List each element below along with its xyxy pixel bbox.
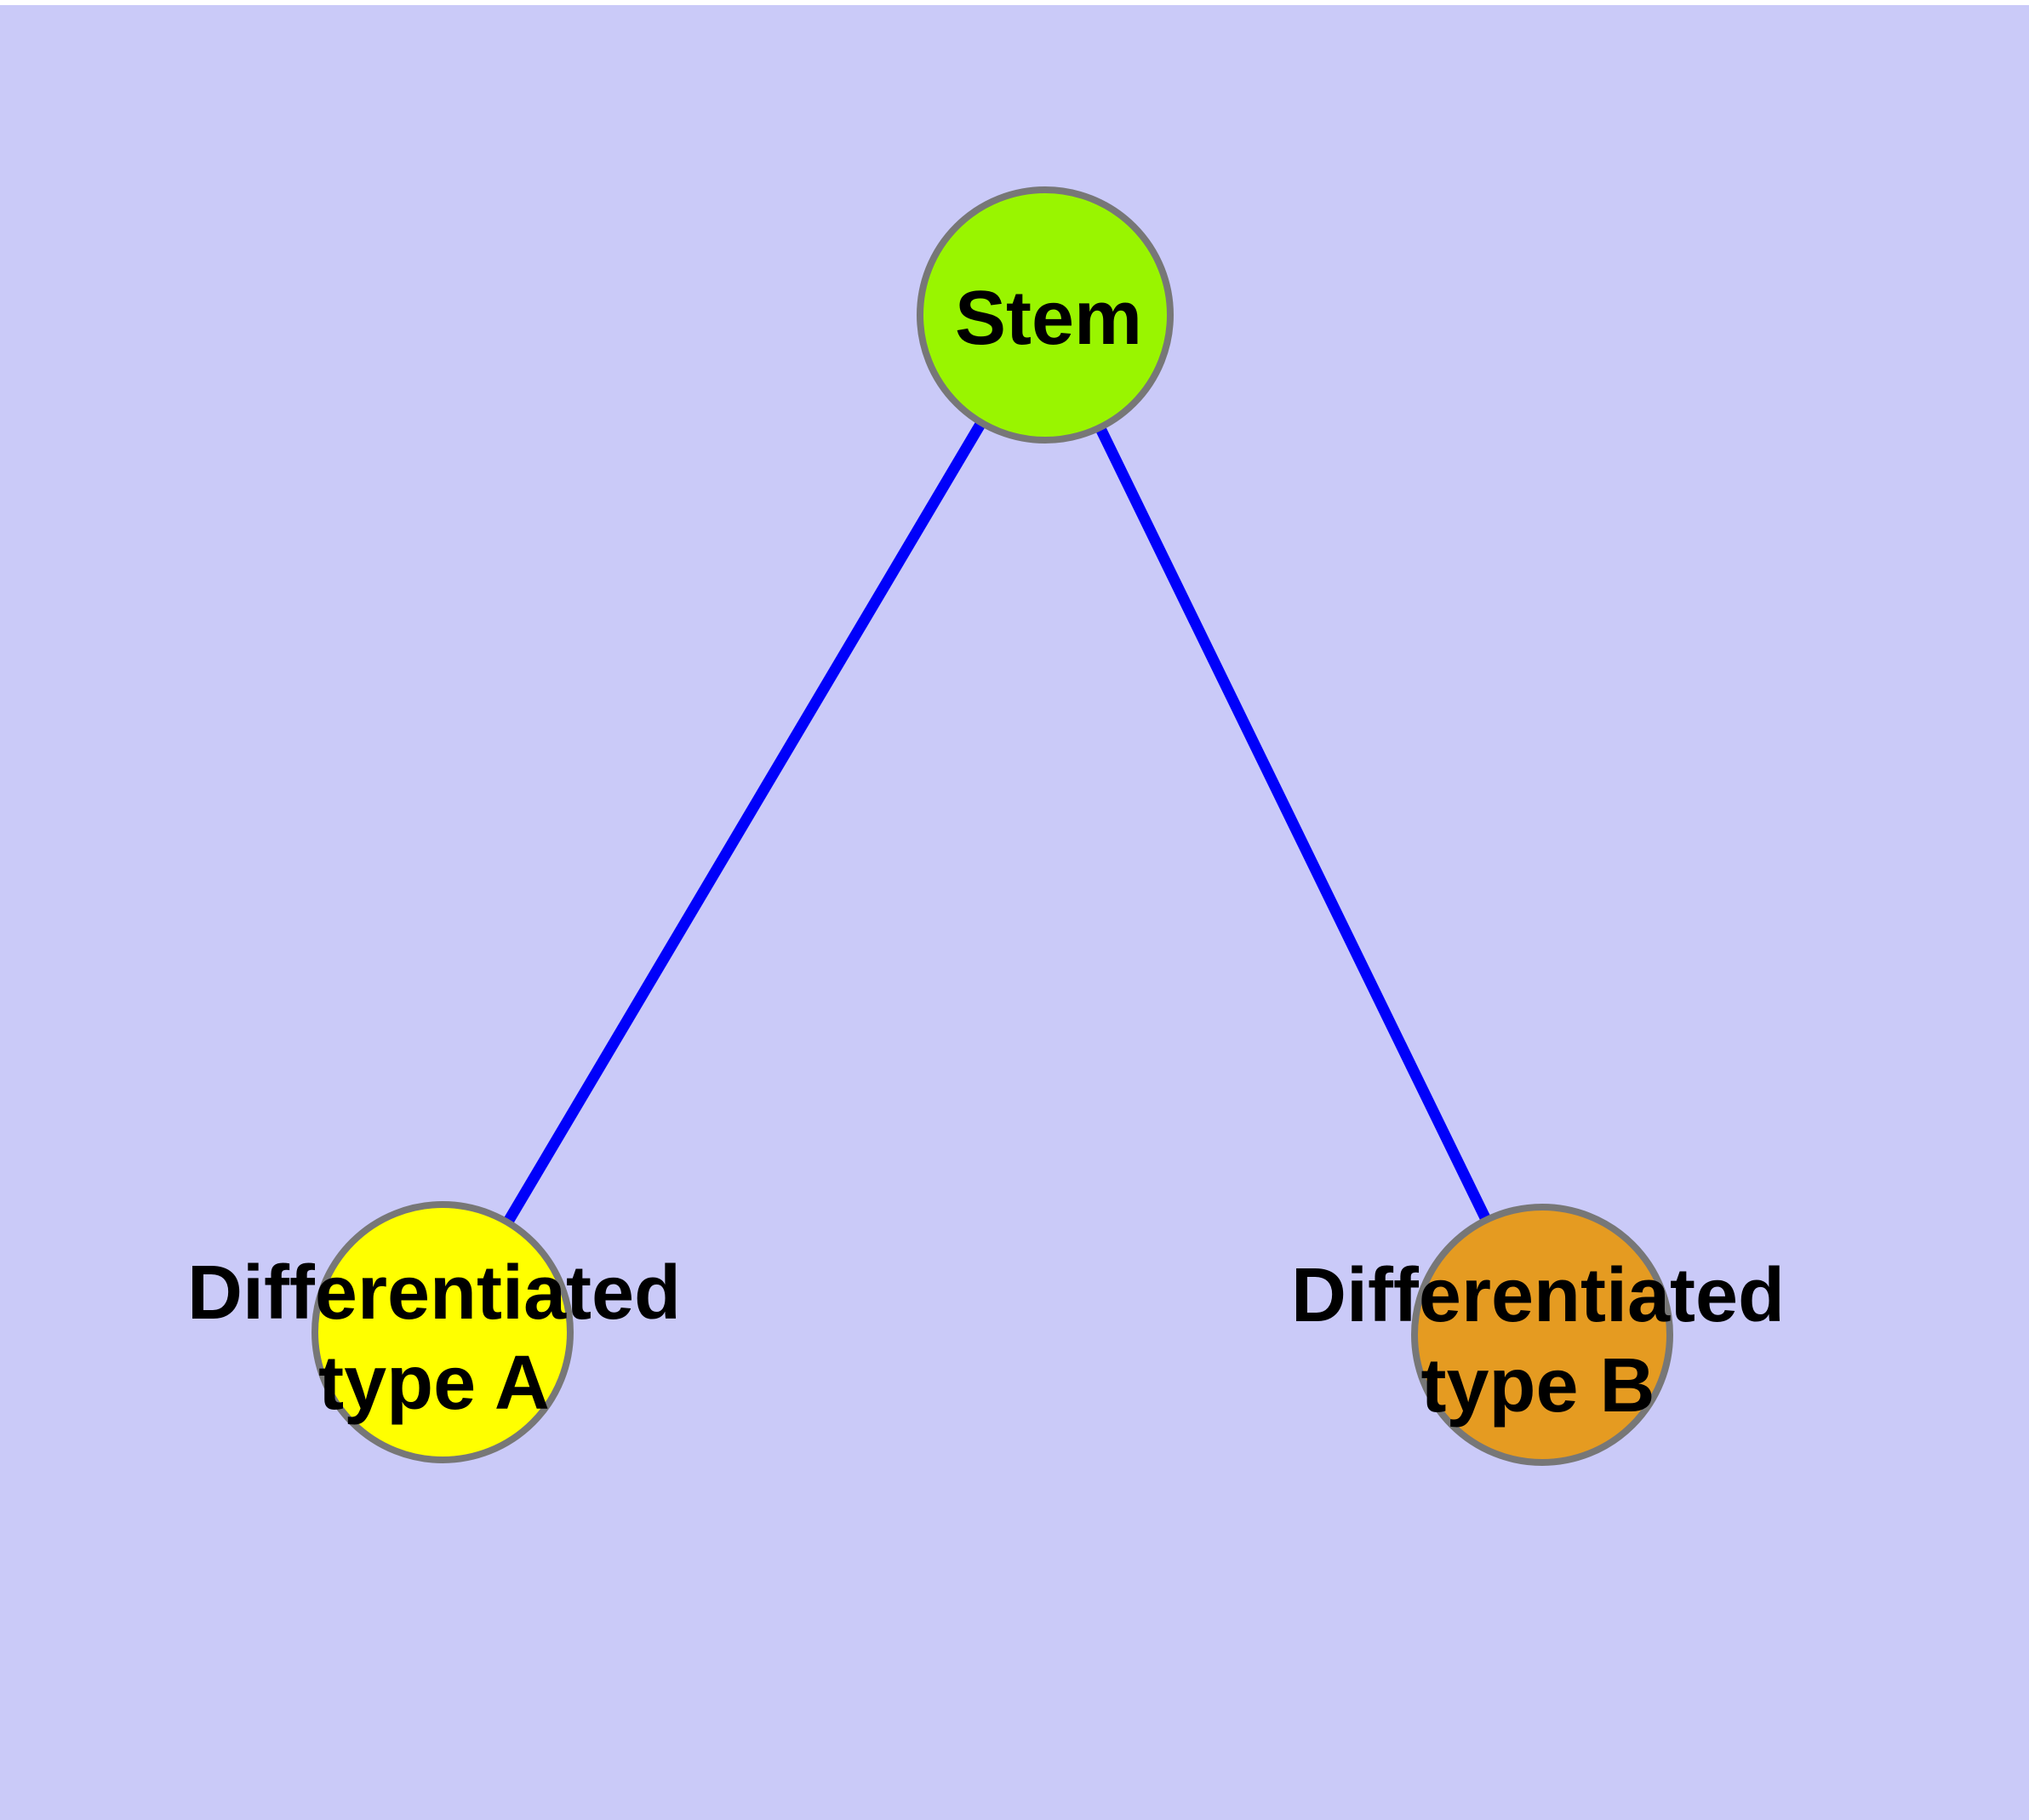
node-type-a-label-line2: type A bbox=[318, 1341, 550, 1426]
node-stem-circle bbox=[917, 186, 1174, 444]
node-type-b-label-line2: type B bbox=[1420, 1343, 1655, 1428]
node-differentiated-type-b: Differentiated type B bbox=[1291, 1204, 1785, 1466]
node-type-b-label-line1: Differentiated bbox=[1291, 1253, 1785, 1338]
edge-stem-to-type-a bbox=[437, 312, 1050, 1336]
node-stem-label: Stem bbox=[955, 276, 1142, 361]
node-type-a-circle bbox=[311, 1201, 574, 1463]
node-type-b-circle bbox=[1411, 1204, 1673, 1466]
edge-stem-to-type-b bbox=[1040, 312, 1547, 1337]
node-type-a-label-line1: Differentiated bbox=[187, 1251, 681, 1336]
node-differentiated-type-a: Differentiated type A bbox=[187, 1201, 681, 1463]
node-stem: Stem bbox=[917, 186, 1174, 444]
